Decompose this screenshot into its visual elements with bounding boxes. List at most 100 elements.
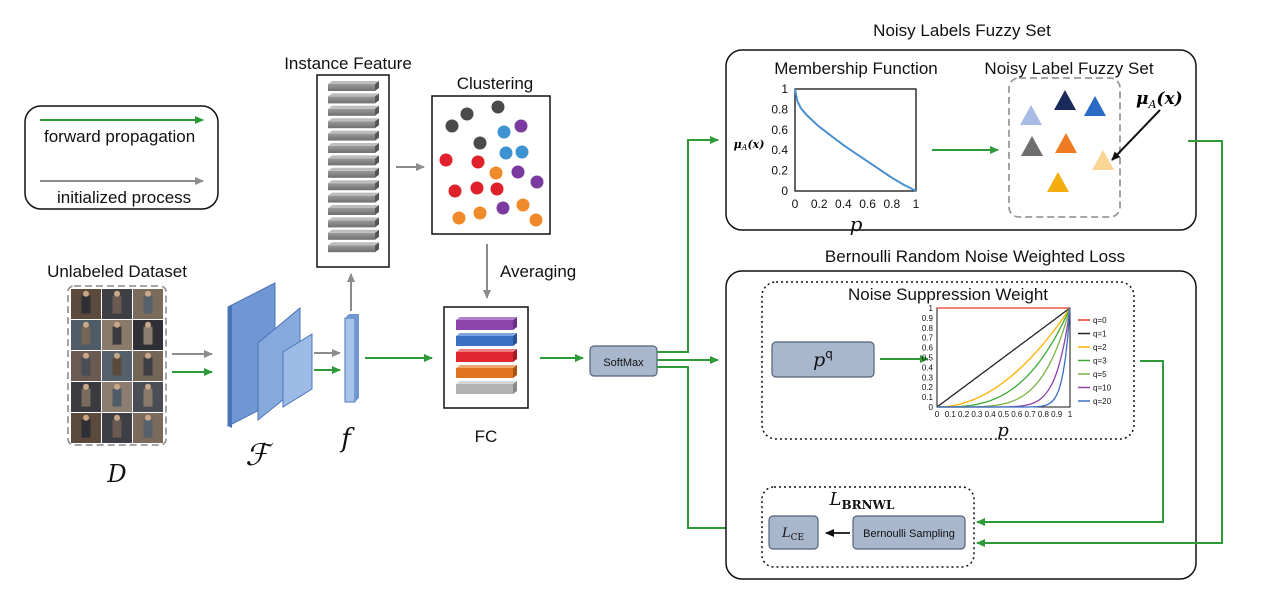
cluster-point xyxy=(439,153,453,167)
cluster-point xyxy=(470,181,484,195)
fc-label: FC xyxy=(475,427,498,446)
memory-bar xyxy=(328,242,379,253)
nsw-curve xyxy=(937,307,1071,408)
person-image-tile xyxy=(102,413,132,443)
nsw-y-tick: 1 xyxy=(929,304,934,313)
nsw-title: Noise Suppression Weight xyxy=(848,285,1048,304)
person-image-tile xyxy=(71,289,101,319)
nsw-legend-label: q=10 xyxy=(1093,384,1112,393)
membership-y-tick: 1 xyxy=(781,82,788,96)
encoder-symbol: ℱ xyxy=(245,438,274,473)
person-image-tile xyxy=(133,351,163,381)
person-image-tile xyxy=(102,289,132,319)
unlabeled-dataset: Unlabeled Dataset D xyxy=(47,262,187,488)
membership-y-tick: 0.4 xyxy=(771,143,788,157)
nsw-x-tick: 0.4 xyxy=(985,410,997,419)
fuzzy-set-title: Noisy Label Fuzzy Set xyxy=(984,59,1153,78)
memory-bar xyxy=(328,118,379,129)
nsw-curves xyxy=(936,307,1071,408)
fc-bar-blue xyxy=(456,333,517,346)
person-image-tile xyxy=(133,413,163,443)
memory-bar xyxy=(328,143,379,153)
clustering: Clustering xyxy=(431,74,551,235)
memory-bar xyxy=(328,229,379,240)
image-grid xyxy=(71,289,163,443)
fuzzy-element-triangle xyxy=(1055,133,1077,153)
cluster-point xyxy=(529,213,543,227)
fuzzy-element-triangle xyxy=(1054,90,1076,110)
cluster-point xyxy=(491,100,505,114)
nsw-x-tick: 0.3 xyxy=(971,410,983,419)
instance-feature-title: Instance Feature xyxy=(284,54,412,73)
cluster-point xyxy=(471,155,485,169)
nsw-y-tick: 0.6 xyxy=(922,344,934,353)
unlabeled-dataset-title: Unlabeled Dataset xyxy=(47,262,187,281)
cluster-point xyxy=(496,201,510,215)
memory-bar xyxy=(328,180,379,191)
person-image-tile xyxy=(71,351,101,381)
cluster-point xyxy=(490,182,504,196)
bernoulli-weighted-loss: Bernoulli Random Noise Weighted Loss Noi… xyxy=(725,247,1197,580)
nsw-y-tick: 0.1 xyxy=(922,393,934,402)
nsw-x-tick: 0 xyxy=(935,410,940,419)
membership-y-tick: 0.2 xyxy=(771,164,788,178)
nsw-legend-label: q=20 xyxy=(1093,397,1112,406)
nsw-y-tick: 0.5 xyxy=(922,354,934,363)
fc-classifier: FC xyxy=(443,306,529,446)
lce-label: LCE xyxy=(781,526,804,543)
cluster-point xyxy=(511,165,525,179)
legend-init-label: initialized process xyxy=(57,188,191,207)
memory-bar xyxy=(328,217,379,228)
membership-curve xyxy=(794,88,917,192)
cluster-point xyxy=(514,119,528,133)
person-image-tile xyxy=(71,413,101,443)
mu-label: μA(x) xyxy=(1136,89,1183,111)
pq-node: pq xyxy=(771,341,875,378)
lce-node: LCE xyxy=(768,515,819,550)
nsw-x-tick: 0.9 xyxy=(1051,410,1063,419)
softmax-label: SoftMax xyxy=(603,357,644,369)
nsw-y-tick: 0.7 xyxy=(922,334,934,343)
cluster-point xyxy=(445,119,459,133)
membership-title: Membership Function xyxy=(774,59,937,78)
cluster-point xyxy=(473,136,487,150)
memory-bar xyxy=(328,81,379,91)
cluster-point xyxy=(460,107,474,121)
forward-arrow-weight-to-sampling xyxy=(976,360,1164,526)
nsw-legend-item: q=3 xyxy=(1078,357,1107,366)
membership-x-axis-label: p xyxy=(850,212,863,236)
fc-bar-purple xyxy=(456,317,517,330)
nsw-y-tick: 0.3 xyxy=(922,373,934,382)
dataset-symbol: D xyxy=(106,460,126,488)
nsw-x-axis-label: p xyxy=(997,420,1009,441)
memory-bar xyxy=(328,93,379,104)
noisy-labels-fuzzy-set: Noisy Labels Fuzzy Set Membership Functi… xyxy=(725,21,1197,236)
nsw-x-tick: 0.5 xyxy=(998,410,1010,419)
nsw-legend-label: q=1 xyxy=(1093,330,1107,339)
softmax-node: SoftMax xyxy=(589,345,658,377)
nsw-x-tick: 0.6 xyxy=(1011,410,1023,419)
feature-vector: f xyxy=(339,314,359,454)
nsw-legend: q=0q=1q=2q=3q=5q=10q=20 xyxy=(1078,316,1112,406)
nsw-x-tick: 1 xyxy=(1068,410,1073,419)
memory-bar xyxy=(328,130,379,141)
bernoulli-sampling-node: Bernoulli Sampling xyxy=(852,515,966,550)
nsw-legend-item: q=10 xyxy=(1078,384,1112,393)
nsw-y-tick: 0.4 xyxy=(922,363,934,372)
membership-x-tick: 0.4 xyxy=(835,197,852,211)
person-image-tile xyxy=(102,382,132,412)
nsw-legend-item: q=5 xyxy=(1078,370,1107,379)
membership-x-tick: 0.6 xyxy=(859,197,876,211)
membership-x-tick: 0.2 xyxy=(811,197,828,211)
person-image-tile xyxy=(71,382,101,412)
membership-y-tick: 0 xyxy=(781,184,788,198)
legend: forward propagation initialized process xyxy=(24,105,219,210)
person-image-tile xyxy=(71,320,101,350)
cluster-point xyxy=(499,146,513,160)
